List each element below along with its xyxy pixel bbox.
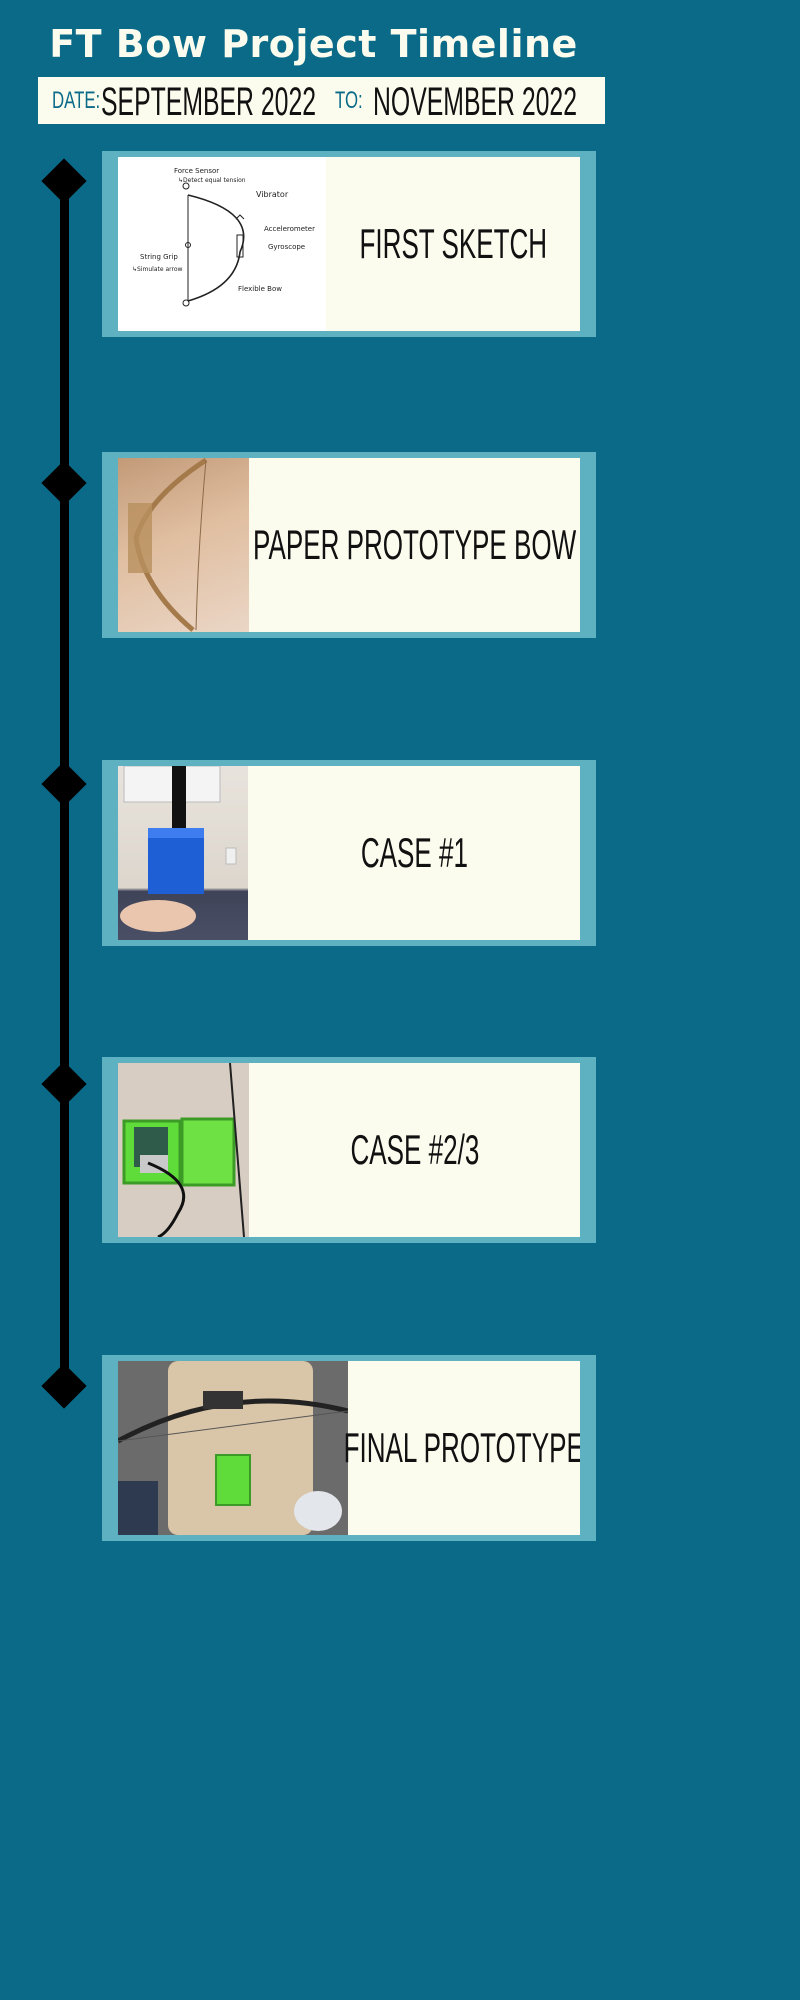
milestone-label-area: CASE #1 bbox=[248, 766, 580, 940]
milestone-label: PAPER PROTOTYPE BOW bbox=[252, 521, 577, 568]
sketch-note: String Grip bbox=[140, 253, 178, 261]
milestone-label: FINAL PROTOTYPE bbox=[343, 1424, 580, 1471]
date-label: DATE: bbox=[52, 87, 101, 114]
timeline-marker bbox=[41, 1363, 87, 1409]
to-label: TO: bbox=[335, 87, 363, 114]
sketch-note: Gyroscope bbox=[268, 243, 305, 251]
milestone-label-area: FINAL PROTOTYPE bbox=[344, 1361, 580, 1535]
sketch-note: Accelerometer bbox=[264, 225, 315, 233]
milestone-label-area: CASE #2/3 bbox=[249, 1063, 580, 1237]
milestone-card-case-2-3: CASE #2/3 bbox=[102, 1057, 596, 1243]
milestone-label: CASE #1 bbox=[360, 829, 468, 876]
timeline-marker bbox=[41, 158, 87, 204]
milestone-card-first-sketch: Force Sensor ↳Detect equal tension Vibra… bbox=[102, 151, 596, 337]
milestone-label-area: FIRST SKETCH bbox=[326, 157, 580, 331]
paper-bow-photo bbox=[118, 458, 249, 632]
milestone-card-case-1: CASE #1 bbox=[102, 760, 596, 946]
sketch-note: ↳Simulate arrow bbox=[132, 266, 182, 273]
milestone-label-area: PAPER PROTOTYPE BOW bbox=[249, 458, 580, 632]
final-prototype-photo bbox=[118, 1361, 348, 1535]
start-date: SEPTEMBER 2022 bbox=[101, 80, 317, 124]
end-date: NOVEMBER 2022 bbox=[373, 80, 577, 124]
case23-photo bbox=[118, 1063, 249, 1237]
timeline-marker bbox=[41, 1061, 87, 1107]
sketch-note: Vibrator bbox=[256, 190, 289, 199]
milestone-label: CASE #2/3 bbox=[350, 1126, 479, 1173]
date-range-bar: DATE: SEPTEMBER 2022 TO: NOVEMBER 2022 bbox=[38, 77, 605, 124]
sketch-note: Flexible Bow bbox=[238, 285, 282, 293]
timeline-marker bbox=[41, 460, 87, 506]
page-title: FT Bow Project Timeline bbox=[49, 22, 578, 66]
milestone-card-final-prototype: FINAL PROTOTYPE bbox=[102, 1355, 596, 1541]
milestone-label: FIRST SKETCH bbox=[359, 220, 547, 267]
timeline-marker bbox=[41, 761, 87, 807]
sketch-note: ↳Detect equal tension bbox=[178, 177, 246, 184]
milestone-card-paper-prototype: PAPER PROTOTYPE BOW bbox=[102, 452, 596, 638]
sketch-note: Force Sensor bbox=[174, 167, 219, 175]
bow-sketch-drawing: Force Sensor ↳Detect equal tension Vibra… bbox=[132, 167, 315, 307]
case1-photo bbox=[118, 766, 248, 940]
sketch-image: Force Sensor ↳Detect equal tension Vibra… bbox=[118, 157, 326, 331]
